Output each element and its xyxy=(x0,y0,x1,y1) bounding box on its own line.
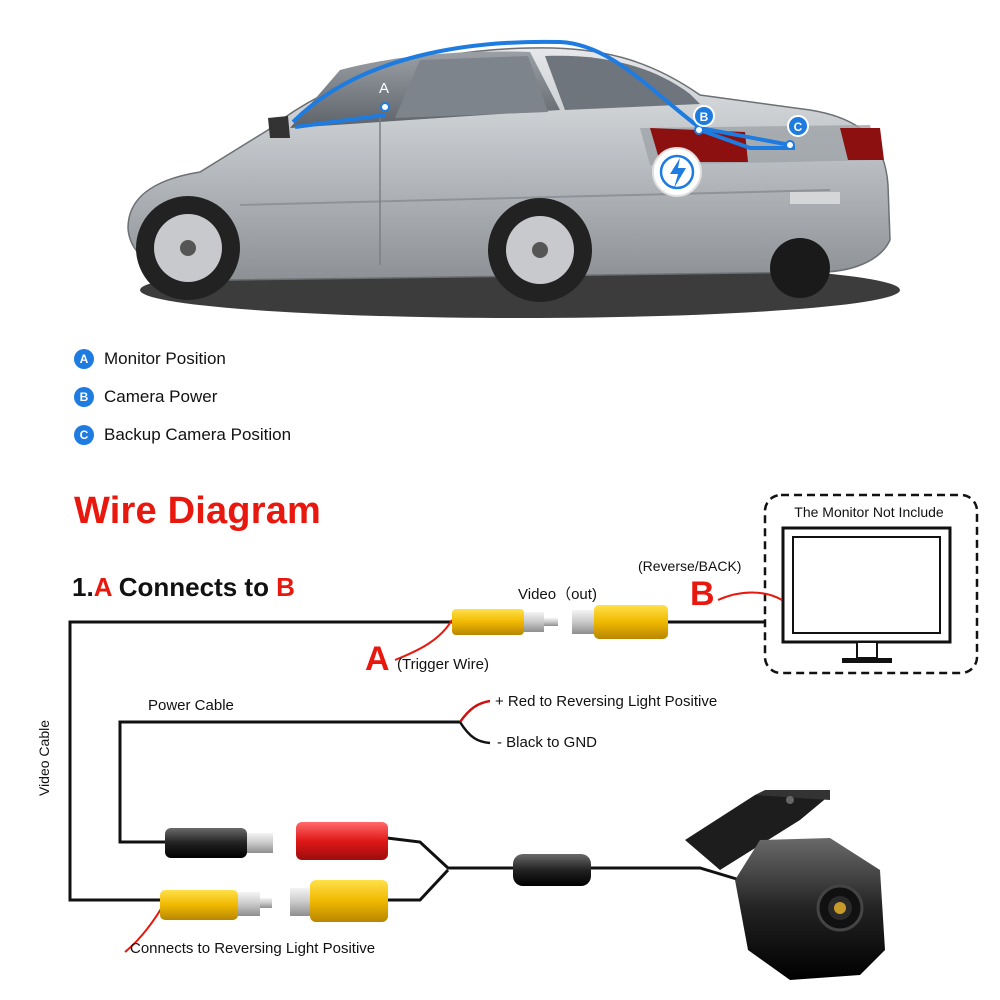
connects-subtitle: 1.A Connects to B xyxy=(72,572,295,603)
subtitle-a: A xyxy=(93,572,112,602)
car-illustration xyxy=(127,39,900,318)
dc-female-red xyxy=(296,822,388,860)
dc-male-black xyxy=(165,828,273,858)
connects-reversing-label: Connects to Reversing Light Positive xyxy=(130,940,376,957)
subtitle-prefix: 1. xyxy=(72,572,94,602)
reverse-back-label: (Reverse/BACK) xyxy=(638,558,742,574)
letter-b: B xyxy=(690,575,715,613)
legend-item-camera-position: C Backup Camera Position xyxy=(74,416,291,454)
marker-b-badge: B xyxy=(693,105,715,127)
legend: A Monitor Position B Camera Power C Back… xyxy=(74,340,291,454)
rca-male-yellow-bottom xyxy=(160,890,272,920)
black-gnd-label: - Black to GND xyxy=(497,734,598,751)
marker-c-badge: C xyxy=(787,115,809,137)
legend-badge-c: C xyxy=(74,425,94,445)
subtitle-b: B xyxy=(276,572,295,602)
video-cable-label: Video Cable xyxy=(36,719,53,797)
red-pos-wire xyxy=(458,699,491,723)
wire-diagram-title: Wire Diagram xyxy=(74,490,322,532)
black-gnd-wire xyxy=(458,721,491,745)
legend-label-monitor: Monitor Position xyxy=(104,349,226,368)
backup-camera xyxy=(685,790,885,980)
marker-b-text: B xyxy=(700,110,709,124)
power-cable-label: Power Cable xyxy=(148,697,234,714)
callout-a xyxy=(394,619,453,661)
video-out-label: Video（out) xyxy=(518,586,597,603)
monitor-box xyxy=(763,493,979,675)
trigger-wire-label: (Trigger Wire) xyxy=(397,656,489,673)
rca-female-yellow-top xyxy=(572,605,668,639)
marker-a-label: A xyxy=(379,80,389,97)
subtitle-mid: Connects to xyxy=(111,572,277,602)
legend-badge-b: B xyxy=(74,387,94,407)
lightning-bolt-icon xyxy=(652,147,702,197)
monitor-label: The Monitor Not Include xyxy=(794,504,944,520)
legend-item-monitor: A Monitor Position xyxy=(74,340,291,378)
letter-a: A xyxy=(365,640,390,678)
rca-male-yellow-top xyxy=(452,609,558,635)
legend-item-camera-power: B Camera Power xyxy=(74,378,291,416)
legend-badge-a: A xyxy=(74,349,94,369)
marker-c-text: C xyxy=(794,120,803,134)
wiring xyxy=(68,620,765,902)
callout-b xyxy=(717,591,783,601)
inline-module xyxy=(513,854,591,886)
legend-label-camera-position: Backup Camera Position xyxy=(104,425,292,444)
red-positive-label: + Red to Reversing Light Positive xyxy=(495,693,718,710)
legend-label-camera-power: Camera Power xyxy=(104,387,218,406)
rca-female-yellow-bottom xyxy=(290,880,388,922)
